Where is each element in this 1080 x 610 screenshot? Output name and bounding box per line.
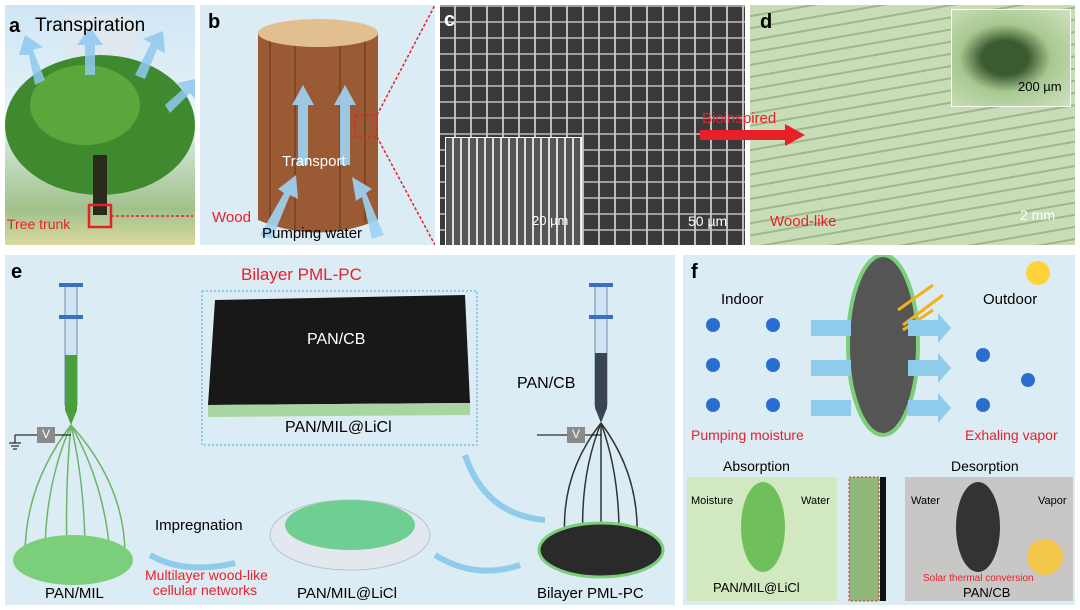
voltage-label: V: [42, 427, 51, 441]
syringe-left: [59, 283, 83, 425]
inset-sem-pore: [951, 9, 1071, 107]
panel-label-a: a: [9, 15, 21, 37]
log-body: [258, 33, 378, 233]
pan-mil-mat: [13, 535, 133, 585]
wood-like-label: Wood-like: [770, 213, 837, 230]
dish-label: PAN/MIL@LiCl: [297, 585, 397, 602]
wood-label: Wood: [212, 209, 251, 226]
panel-a-tree-photo: a Transpiration Tree trunk: [5, 5, 195, 245]
inset-scale-bar-label: 200 µm: [1018, 79, 1062, 94]
water-molecules: [706, 318, 1035, 412]
water-label-absorption: Water: [801, 495, 830, 507]
panel-label-f: f: [691, 261, 698, 283]
pan-mil-label: PAN/MIL: [45, 585, 104, 602]
photo-top-label: PAN/CB: [307, 331, 366, 348]
outdoor-label: Outdoor: [983, 291, 1038, 308]
flow-arrows: [811, 313, 951, 423]
panel-label-d: d: [760, 11, 773, 33]
pan-cb-label: PAN/CB: [963, 585, 1011, 600]
panel-label-c: c: [444, 9, 456, 31]
vapor-label: Vapor: [1038, 495, 1067, 507]
ground-icon: [9, 435, 21, 450]
impregnation-label: Impregnation: [155, 517, 243, 534]
panel-e-fabrication: e Bilayer PML-PC PAN/CB PAN/MIL@LiCl PAN…: [5, 255, 675, 605]
bioinspired-label: Bioinspired: [702, 110, 777, 127]
transport-label: Transport: [282, 153, 346, 170]
syringe-right: [589, 283, 613, 423]
pan-mil-licl-label: PAN/MIL@LiCl: [713, 580, 800, 595]
panel-d-sem-image: d 200 µm 2 mm Wood-like: [750, 5, 1075, 245]
zoom-box: [354, 114, 378, 138]
bilayer-label: Bilayer PML-PC: [537, 585, 644, 602]
moisture-label: Moisture: [691, 495, 734, 507]
pumping-moisture-label: Pumping moisture: [691, 427, 804, 443]
bilayer-photo: [208, 295, 470, 405]
syringe-right-label: PAN/CB: [517, 375, 576, 392]
voltage-label-right: V: [572, 427, 581, 441]
indoor-label: Indoor: [721, 291, 764, 308]
impregnation-arrow: [148, 552, 236, 571]
bilayer-disc: [846, 255, 920, 437]
transpiration-label: Transpiration: [35, 15, 146, 36]
panel-c-sem-image: c 20 µm 50 µm: [440, 5, 745, 245]
tree-trunk-label: Tree trunk: [7, 216, 71, 232]
photo-bottom-label: PAN/MIL@LiCl: [285, 419, 392, 436]
photo-frame: [201, 290, 478, 446]
panel-label-e: e: [11, 261, 23, 283]
scale-bar-label: 2 mm: [1020, 207, 1055, 223]
bilayer-mat: [537, 521, 665, 579]
exhaling-vapor-label: Exhaling vapor: [965, 427, 1058, 443]
transpiration-arrows: [19, 27, 195, 113]
multilayer-annotation: Multilayer wood-like cellular networks: [145, 568, 268, 598]
sun-icon: [1026, 261, 1050, 285]
absorption-label: Absorption: [723, 458, 790, 474]
voltage-source: [37, 427, 55, 443]
solar-thermal-label: Solar thermal conversion: [923, 573, 1034, 584]
panel-label-b: b: [208, 11, 221, 33]
inset-scale-bar-label: 20 µm: [532, 213, 569, 228]
return-arrow: [462, 454, 546, 523]
cross-section: [848, 476, 880, 602]
voltage-source-right: [567, 427, 585, 443]
transport-arrows: [260, 85, 384, 239]
log-top: [258, 19, 378, 47]
panel-b-wood-log: b Transport Wood Pumping water: [200, 5, 435, 245]
scale-bar-label: 50 µm: [688, 213, 728, 229]
bilayer-title: Bilayer PML-PC: [241, 265, 362, 284]
desorption-label: Desorption: [951, 458, 1019, 474]
water-label-desorption: Water: [911, 495, 940, 507]
annotation-line: Multilayer wood-like: [145, 567, 268, 583]
panel-f-mechanism: f Indoor Outdoor Pumping moisture Exhali…: [683, 255, 1075, 605]
pumping-water-label: Pumping water: [262, 225, 363, 242]
inset-sem-longitudinal: [445, 137, 582, 245]
tree-trunk: [93, 155, 107, 215]
solar-inset: [1027, 539, 1063, 575]
annotation-line: cellular networks: [152, 582, 258, 598]
transfer-arrow: [433, 552, 521, 574]
